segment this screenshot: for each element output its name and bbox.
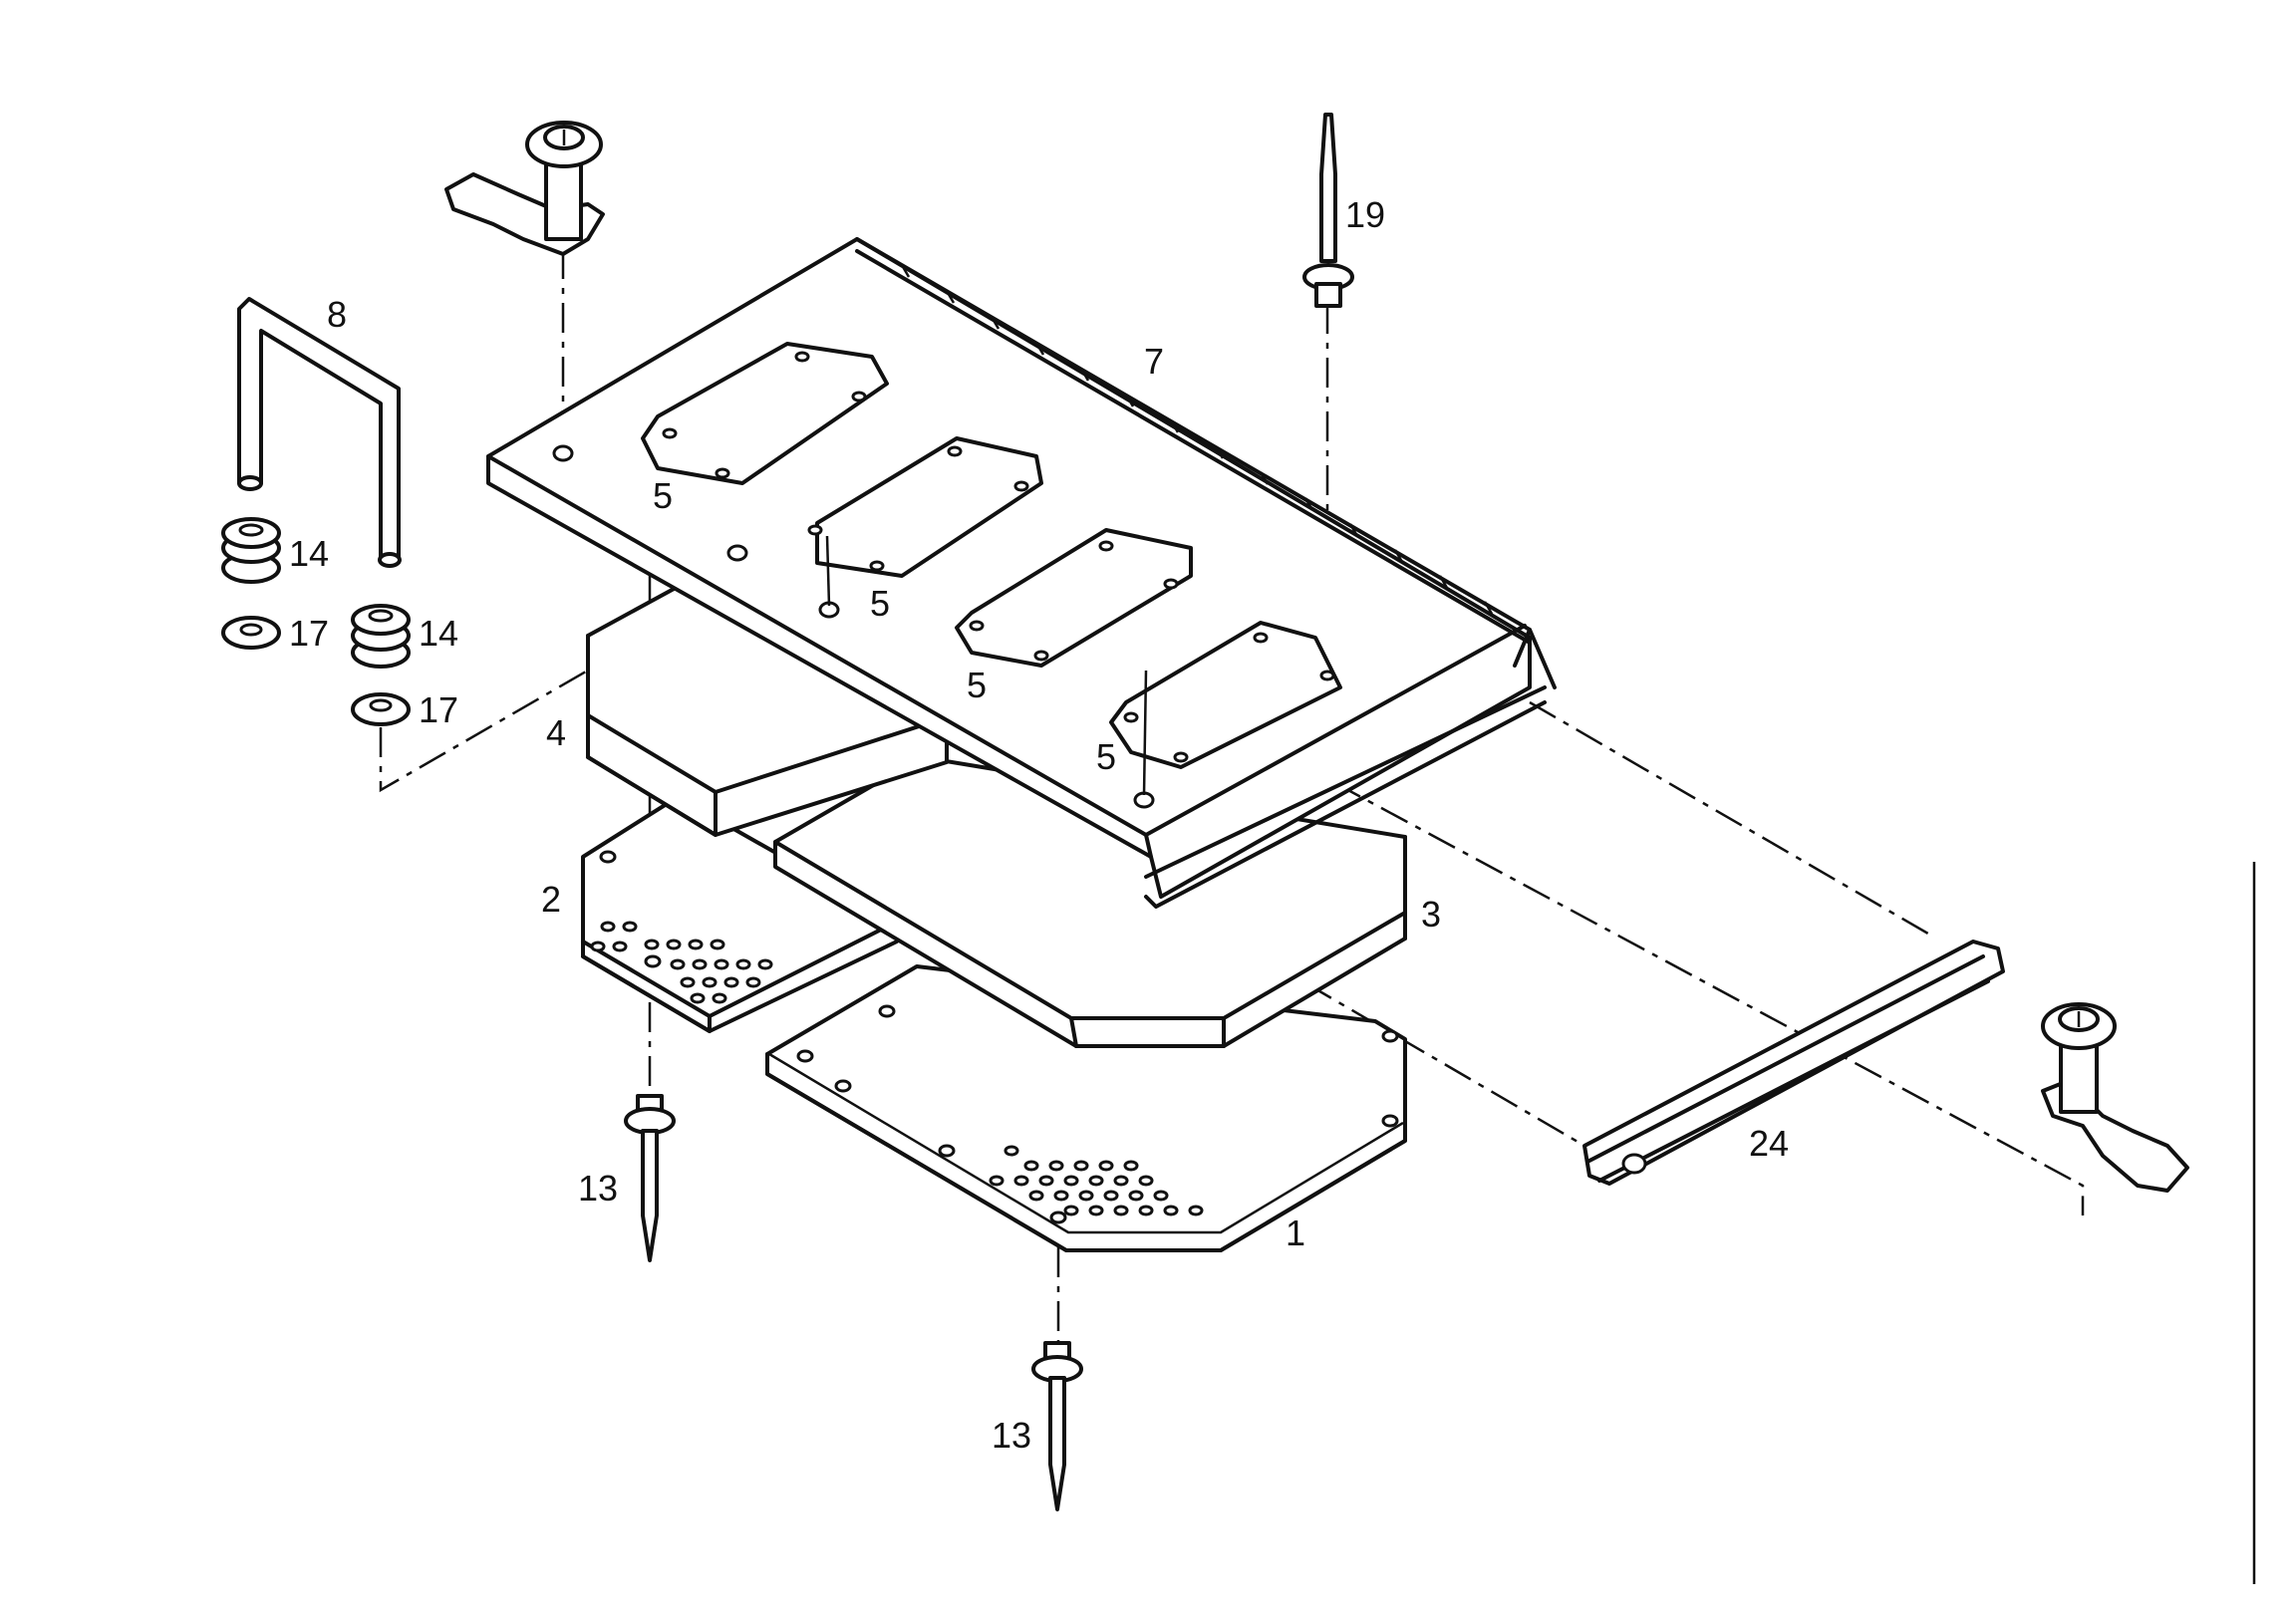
callout-5-c: 5: [967, 665, 987, 705]
callout-17-right: 17: [419, 689, 458, 730]
part-8-u-bracket: [237, 297, 402, 568]
callout-17-left: 17: [289, 613, 329, 654]
part-13-pin-left: [624, 1094, 676, 1262]
springs-and-washers: [221, 517, 411, 726]
part-19-pin: [1302, 113, 1354, 308]
callout-8: 8: [327, 294, 347, 335]
callout-5-a: 5: [653, 475, 673, 516]
cover-rail: [1144, 685, 1547, 909]
part-1-base-plate: [765, 964, 1407, 1252]
part-7-top-cover: [486, 237, 1557, 909]
clamp-right: [2041, 1002, 2189, 1193]
callout-13-center: 13: [992, 1415, 1031, 1456]
callout-4: 4: [546, 712, 566, 753]
plate-2-holes: [590, 850, 773, 1004]
axis-line-rail-top: [1529, 700, 1934, 939]
callout-5-d: 5: [1096, 736, 1116, 777]
callout-24: 24: [1749, 1123, 1789, 1164]
callout-2: 2: [541, 879, 561, 920]
callout-14-left: 14: [289, 533, 329, 574]
cover-hinge: [855, 237, 1557, 689]
clamp-top-left: [444, 121, 605, 256]
callout-7: 7: [1144, 341, 1164, 382]
callout-labels: 1 2 3 4 5 5 5 5 7 8 13 13 14 14 17 17 19…: [289, 194, 1789, 1456]
plate-1-holes: [796, 1004, 1399, 1224]
callout-3: 3: [1421, 894, 1441, 935]
callout-5-b: 5: [870, 583, 890, 624]
callout-13-left: 13: [578, 1168, 618, 1209]
part-13-pin-center: [1031, 1341, 1083, 1511]
callout-14-right: 14: [419, 613, 458, 654]
part-24-rail-strip: [1582, 940, 2005, 1186]
callout-19: 19: [1345, 194, 1385, 235]
callout-1: 1: [1286, 1213, 1305, 1253]
cover-window-plates: [552, 342, 1342, 809]
